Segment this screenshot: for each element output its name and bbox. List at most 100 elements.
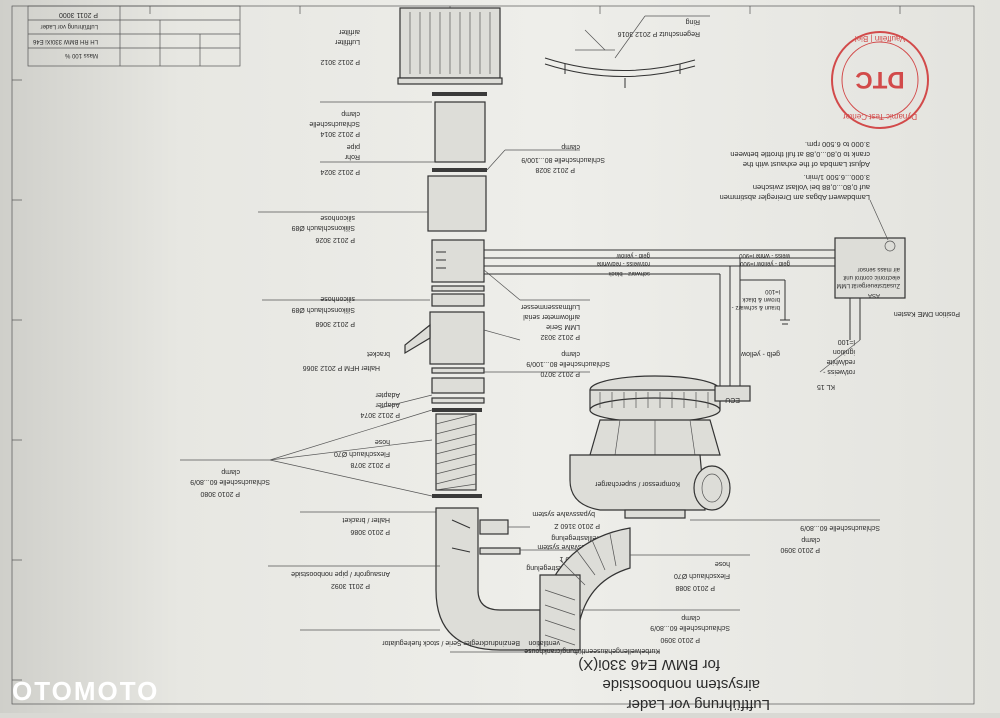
control-unit-module bbox=[834, 199, 906, 299]
flex-hose-upper bbox=[435, 413, 477, 491]
maf-partno: P 2012 3032 bbox=[540, 333, 580, 340]
clamp-3090b-en: clamp bbox=[681, 614, 700, 621]
dtc-stamp: DTC Dynamic Test Center Vauffelin | Biel bbox=[831, 31, 929, 129]
air-filter bbox=[397, 7, 503, 85]
flex-hose-en: hose bbox=[375, 438, 390, 445]
flex2-partno: P 2010 3088 bbox=[675, 584, 715, 591]
clamp-3090-de: Schlauchschelle 60...80/9 bbox=[800, 524, 880, 531]
clamp-3090-en: clamp bbox=[801, 536, 820, 543]
clamp-1-de: Schlauchschelle bbox=[309, 120, 360, 127]
bracket-de: Halter HFM P 2012 3066 bbox=[303, 364, 380, 371]
adapter-en: Adapter bbox=[375, 391, 400, 398]
clamp-maf bbox=[431, 285, 485, 292]
clamp-3080-leaders bbox=[180, 409, 433, 497]
kl15-3: ignition bbox=[833, 348, 855, 355]
wire-l100: l=100 bbox=[764, 288, 780, 294]
kl15-label: KL 15 bbox=[817, 383, 835, 390]
regulator-de: Benzindruckregler Serie / stock fuelregu… bbox=[382, 639, 520, 646]
kl15-2: red/white bbox=[826, 358, 855, 365]
note-de2: auf 0,80...0,88 bei Vollast zwischen bbox=[753, 183, 870, 192]
pipe-partno: P 2012 3024 bbox=[320, 168, 360, 175]
ecu-label: ECU bbox=[725, 396, 740, 403]
silicone-top-de: Silikonschlauch Ø89 bbox=[291, 224, 355, 231]
clamp-3028 bbox=[432, 168, 487, 172]
clamp-3080-a bbox=[432, 408, 482, 412]
title-block-partno: P 2011 3000 bbox=[59, 11, 98, 18]
silicone-hose-upper bbox=[427, 175, 487, 232]
ecu-module: Zusatzsteuergerät LMM bbox=[837, 282, 900, 288]
wire-braun: braun & schwarz - bbox=[732, 304, 780, 310]
title-line1: Luftführung vor Lader bbox=[627, 696, 770, 713]
clamp-adapter bbox=[431, 397, 485, 404]
silicone-top-partno: P 2012 3026 bbox=[315, 236, 355, 243]
wire-gelb-lower: gelb - yellow bbox=[740, 350, 780, 357]
watermark-text: OTOMOTO bbox=[12, 676, 159, 706]
halter-de: Halter / bracket bbox=[342, 516, 390, 523]
title-line2: airsystem nonboostside bbox=[602, 676, 760, 693]
bypass-sys: bypassvalve system bbox=[532, 510, 595, 517]
adapter-de: Adapter bbox=[375, 401, 400, 408]
intake-pipe-nonboost bbox=[435, 507, 541, 651]
bypass-de2: Teillastregelung bbox=[526, 564, 575, 571]
rain-cover-label: Ring bbox=[685, 18, 700, 25]
bracket-hfm bbox=[404, 323, 431, 355]
clamp-3070 bbox=[431, 367, 485, 374]
stamp-logo: DTC bbox=[855, 66, 904, 93]
wiring-harness bbox=[484, 249, 861, 388]
note-en3: 3.000 to 6.500 rpm. bbox=[805, 140, 870, 149]
filter-partno: P 2012 3012 bbox=[320, 58, 360, 65]
intake-de: Ansaugrohr / pipe nonboostside bbox=[291, 570, 390, 577]
note-de1: Lambdawert Abgas am Dreiregler abstimmen bbox=[720, 193, 870, 202]
clamp-3070-partno: P 2012 3070 bbox=[540, 370, 580, 377]
clamp-1-en: clamp bbox=[341, 110, 360, 117]
vent-de: Kurbelwellengehäuseentlüftung/crankhouse bbox=[524, 647, 660, 654]
silicone-hose-mid bbox=[431, 293, 485, 307]
filter-label-de: Luftfilter bbox=[334, 38, 360, 45]
wire-weiss: weiss - white l=900 bbox=[738, 252, 791, 258]
ecu-box: ASA bbox=[868, 292, 880, 298]
halter-partno: P 2010 3086 bbox=[350, 528, 390, 535]
filter-label-en: airfilter bbox=[338, 28, 360, 35]
clamp-3080-de: Schlauchschelle 60...80/9 bbox=[190, 478, 270, 485]
maf-en: airflowmeter serial bbox=[523, 313, 580, 320]
clamp-3090-partno: P 2010 3090 bbox=[780, 546, 820, 553]
wire-gelb-top: gelb - yellow bbox=[616, 252, 650, 258]
clamp-3028-de: Schlauchschelle 80...100/9 bbox=[521, 156, 605, 163]
silicone-top-en: siliconhose bbox=[320, 214, 355, 221]
kl15-1: rot/weiss - bbox=[822, 368, 855, 375]
title-block-line1: Luftführung vor Lader bbox=[41, 23, 98, 29]
ecu-sensor: air mass sensor bbox=[858, 266, 900, 272]
bypass-de: Teillastregelung bbox=[551, 534, 600, 541]
flex-hose-lower bbox=[539, 527, 631, 651]
kl15-4: l=100 bbox=[838, 338, 855, 345]
title-block-mass: Mass 100 % bbox=[64, 52, 98, 58]
ecu-connector bbox=[714, 385, 751, 402]
clamp-3090b-de: Schlauchschelle 60...80/9 bbox=[650, 624, 730, 631]
clamp-3028-en: clamp bbox=[561, 143, 580, 150]
clamp-3080-b bbox=[432, 494, 482, 498]
maf-serie: LMM Serie bbox=[546, 323, 580, 330]
wire-gelb: gelb - yellow l=900 bbox=[739, 260, 790, 266]
clamp-3080-partno: P 2010 3080 bbox=[200, 490, 240, 497]
flex2-de: Flexschlauch Ø70 bbox=[674, 572, 730, 579]
pipe-upper bbox=[434, 101, 486, 163]
flex-hose-de: Flexschlauch Ø70 bbox=[334, 450, 390, 457]
stamp-place: Vauffelin | Biel bbox=[855, 34, 905, 43]
rain-cover-partno: Regenschutz P 2012 3016 bbox=[618, 30, 700, 37]
stamp-company: Dynamic Test Center bbox=[843, 112, 917, 121]
wire-braun-en: brown & black bbox=[741, 296, 780, 302]
title-line3: for BMW E46 330i(X) bbox=[578, 656, 720, 673]
maf-de: Luftmassenmesser bbox=[520, 303, 580, 310]
silicone-mid-partno: P 2012 3068 bbox=[315, 320, 355, 327]
title-block-line2: LH RH BMW 330iXi E46 bbox=[32, 38, 98, 44]
note-en1: Adjust Lambda of the exhaust with the bbox=[743, 160, 870, 169]
clamp-3090b-partno: P 2010 3090 bbox=[660, 636, 700, 643]
clamp-3080-en: clamp bbox=[221, 468, 240, 475]
otomoto-watermark: OTOMOTO bbox=[12, 676, 159, 706]
lambda-notes: 3.000 to 6.500 rpm. crank to 0,80...0,88… bbox=[720, 140, 870, 202]
compressor-label: Kompressor / supercharger bbox=[595, 480, 680, 487]
airflow-meter-upper bbox=[431, 239, 485, 283]
clamp-3028-partno: P 2012 3028 bbox=[535, 166, 575, 173]
bypass-valve bbox=[479, 519, 521, 555]
